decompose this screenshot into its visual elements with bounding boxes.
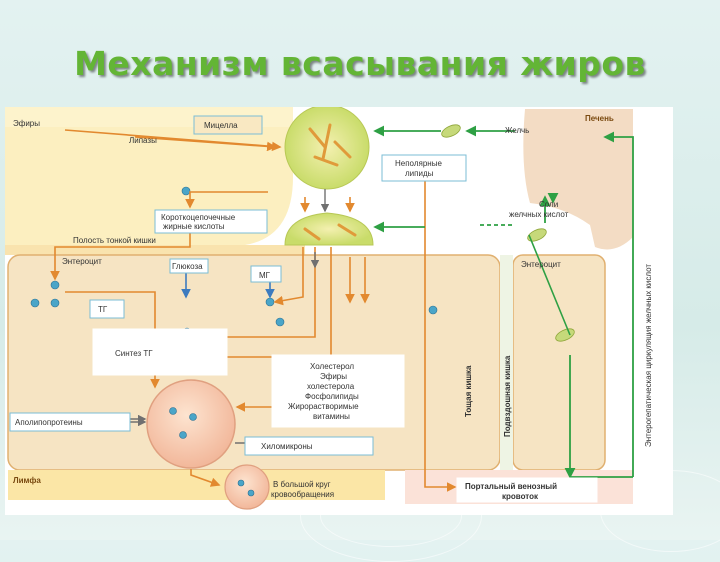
label-scfa-1: Короткоцепочечные [161,213,236,222]
label-cholesterol-1: Холестерол [310,362,354,371]
label-nonpolar-1: Неполярные [395,159,442,168]
label-lymph: Лимфа [13,476,41,485]
label-portal-1: Портальный венозный [465,482,557,491]
label-lumen: Полость тонкой кишки [73,236,156,245]
portal-label-box [456,477,598,503]
bile-salt-icon [527,228,547,242]
label-esters: Эфиры [13,119,40,128]
label-cholesterol-2: Эфиры [320,372,347,381]
chylomicron-small [224,464,270,510]
chylomicrons-label-box [244,436,374,456]
label-great-circle-2: кровообращения [271,490,334,499]
enterocyte-right [512,254,606,471]
mg-label-box [250,265,282,283]
label-ileum: Тощая кишка [464,365,473,417]
label-tg: ТГ [98,305,108,314]
label-lipases: Липазы [129,136,157,145]
glucose-label-box [169,258,209,274]
label-cholesterol-5: Жирорастворимые [288,402,359,411]
chylomicron-large [146,379,236,469]
diagram-panel: Эфиры Липазы Мицелла Желчь Печень Неполя… [5,107,673,515]
label-chylomicrons: Хиломикроны [261,442,313,451]
tg-label-box [89,299,125,319]
micelle-top [284,107,370,190]
slide-title: Механизм всасывания жиров [74,44,646,83]
label-nonpolar-2: липиды [405,169,434,178]
cholesterol-label-box [271,354,405,428]
scfa-label-box [154,209,268,234]
label-liver: Печень [585,114,614,123]
micelle-half [284,212,374,246]
label-glucose: Глюкоза [172,262,203,271]
lymph-band [8,470,385,500]
label-micelle: Мицелла [204,121,238,130]
label-cholesterol-4: Фосфолипиды [305,392,359,401]
label-synthesis: Синтез ТГ [115,349,153,358]
label-ileum-2: Подвздошная кишка [503,355,512,437]
label-cholesterol-6: витамины [313,412,350,421]
bile-salt-icon-2 [555,328,575,342]
label-enterocyte-right: Энтероцит [521,260,561,269]
label-scfa-2: жирные кислоты [163,222,225,231]
synthesis-label-box [92,328,228,376]
label-salts-2: желчных кислот [509,210,569,219]
ileum-strip [500,255,513,470]
label-apolipoproteins: Аполипопротеины [15,418,83,427]
micelle-label-box [193,115,263,135]
label-bile: Желчь [505,126,529,135]
label-mg: МГ [259,271,271,280]
label-great-circle-1: В большой круг [273,480,331,489]
nonpolar-label-box [381,154,467,182]
label-enterohepatic: Энтерогепатическая циркуляция желчных ки… [644,264,653,447]
label-salts-1: Соли [539,200,558,209]
liver-shape [523,109,633,250]
micelle-top-rods [308,123,352,167]
label-cholesterol-3: холестерола [307,382,355,391]
label-portal-2: кровоток [502,492,539,501]
label-enterocyte-left: Энтероцит [62,257,102,266]
apolipo-label-box [9,412,131,432]
bile-drop-icon [441,124,461,138]
